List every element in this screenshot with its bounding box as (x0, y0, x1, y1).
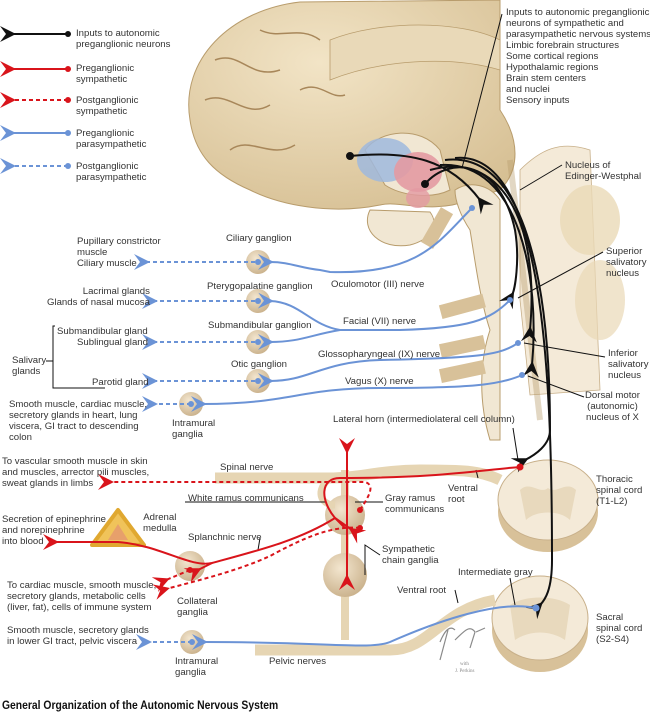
label-submandibular-gland: Submandibular gland (57, 326, 148, 337)
label-glossopharyngeal-nerve: Glossopharyngeal (IX) nerve (318, 349, 441, 360)
label-salivary-glands: Salivary glands (12, 355, 47, 377)
legend-lines (0, 26, 71, 174)
label-superior-salivatory: Superior salivatory nucleus (606, 246, 647, 279)
label-lateral-horn: Lateral horn (intermediolateral cell col… (333, 414, 515, 425)
label-intramural-ganglia: Intramural ganglia (172, 418, 216, 440)
label-sympathetic-chain: Sympathetic chain ganglia (382, 544, 439, 566)
label-ventral-root-sacral: Ventral root (397, 585, 447, 596)
parasympathetic-ganglia (175, 250, 270, 654)
label-white-ramus: White ramus communicans (188, 493, 304, 504)
label-cardiac-targets: To cardiac muscle, smooth muscle, secret… (7, 580, 157, 613)
label-oculomotor-nerve: Oculomotor (III) nerve (331, 279, 425, 290)
label-adrenal-medulla: Adrenal medulla (143, 512, 177, 534)
svg-text:J. Perkins: J. Perkins (455, 669, 475, 674)
label-thoracic-cord: Thoracic spinal cord (T1-L2) (596, 474, 643, 507)
label-submandibular-ganglion: Submandibular ganglion (208, 320, 312, 331)
label-parotid-gland: Parotid gland (92, 377, 149, 388)
brain-illustration (188, 0, 625, 441)
label-edinger-westphal: Nucleus of Edinger-Westphal (565, 160, 642, 182)
sympathetic-chain-ganglia (317, 470, 367, 640)
label-vascular-targets: To vascular smooth muscle in skin and mu… (2, 456, 150, 489)
input-pathways (346, 152, 554, 620)
label-intramural-ganglia-pelvic: Intramural ganglia (175, 656, 219, 678)
label-secretion: Secretion of epinephrine and norepinephr… (2, 514, 107, 547)
label-pelvic-nerves: Pelvic nerves (269, 656, 327, 667)
label-facial-nerve: Facial (VII) nerve (343, 316, 417, 327)
label-smooth-muscle-heart: Smooth muscle, cardiac muscle, secretory… (9, 399, 148, 443)
legend-post-sympathetic: Postganglionic sympathetic (76, 95, 139, 117)
label-collateral-ganglia: Collateral ganglia (177, 596, 218, 618)
label-otic-ganglion: Otic ganglion (231, 359, 287, 370)
legend-pre-parasympathetic: Preganglionic parasympathetic (76, 128, 147, 150)
legend-inputs: Inputs to autonomic preganglionic neuron… (76, 28, 171, 50)
label-spinal-nerve: Spinal nerve (220, 462, 274, 473)
label-pelvic-targets: Smooth muscle, secretory glands in lower… (7, 625, 149, 647)
label-sublingual-gland: Sublingual gland (77, 337, 148, 348)
sacral-spinal-cord (491, 575, 589, 672)
netter-signature: with J. Perkins (439, 627, 486, 674)
figure-title: General Organization of the Autonomic Ne… (2, 700, 279, 712)
label-ventral-root-thoracic: Ventral root (448, 483, 478, 505)
inputs-note: Inputs to autonomic preganglionic neuron… (504, 7, 650, 106)
svg-text:with: with (460, 662, 469, 667)
thoracic-spinal-cord (497, 459, 599, 552)
label-splanchnic-nerve: Splanchnic nerve (188, 532, 262, 543)
parasympathetic-pathways (134, 205, 540, 650)
label-pterygopalatine-ganglion: Pterygopalatine ganglion (207, 281, 313, 292)
label-pupillary: Pupillary constrictor muscle Ciliary mus… (77, 236, 161, 269)
leader-lines (46, 13, 606, 606)
label-ciliary-ganglion: Ciliary ganglion (226, 233, 292, 244)
sympathetic-pathways (43, 438, 524, 600)
label-inferior-salivatory: Inferior salivatory nucleus (608, 348, 649, 381)
label-gray-ramus: Gray ramus communicans (385, 493, 445, 515)
label-vagus-nerve: Vagus (X) nerve (345, 376, 414, 387)
label-lacrimal: Lacrimal glands Glands of nasal mucosa (47, 286, 150, 308)
legend-post-parasympathetic: Postganglionic parasympathetic (76, 161, 147, 183)
label-dorsal-motor: Dorsal motor (autonomic) nucleus of X (585, 390, 640, 423)
legend-pre-sympathetic: Preganglionic sympathetic (76, 63, 135, 85)
label-intermediate-gray: Intermediate gray (458, 567, 533, 578)
label-sacral-cord: Sacral spinal cord (S2-S4) (596, 612, 643, 645)
